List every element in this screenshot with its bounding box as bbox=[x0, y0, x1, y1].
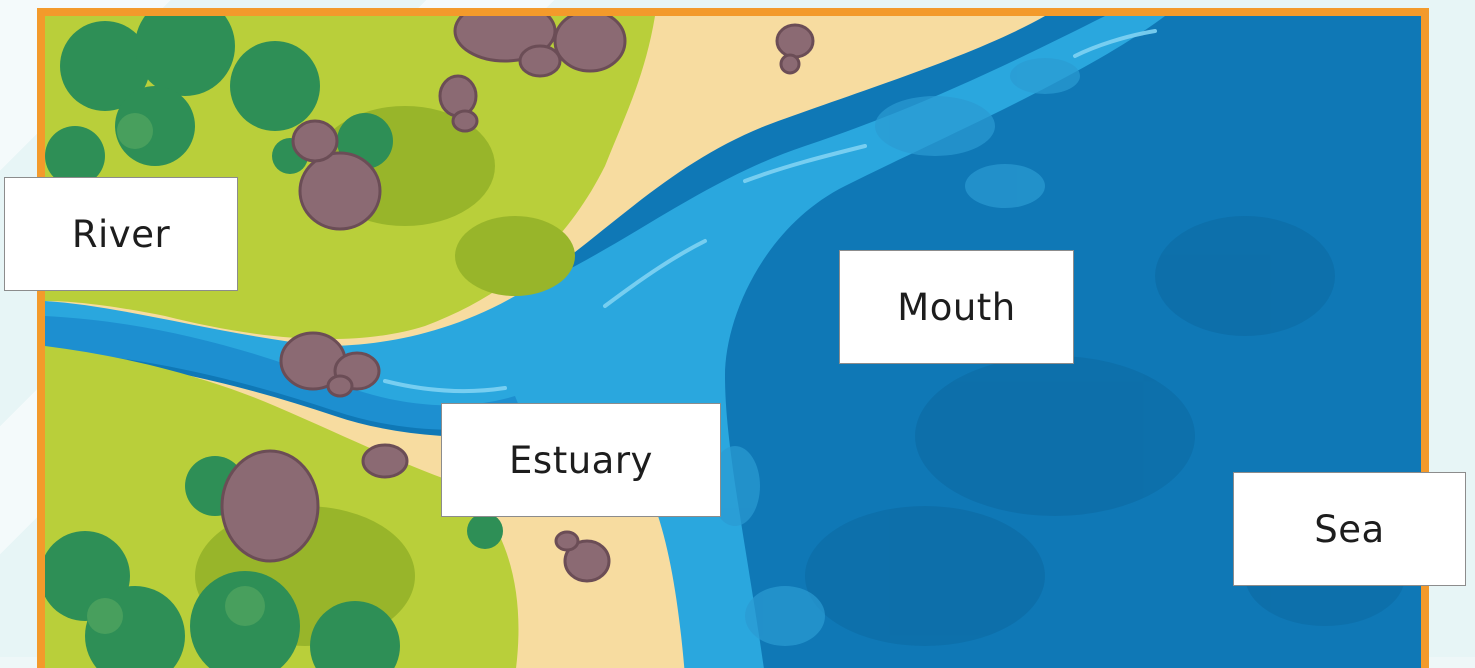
tree-icon bbox=[467, 513, 503, 549]
landscape-illustration bbox=[45, 16, 1421, 668]
rock-icon bbox=[328, 376, 352, 396]
rock-icon bbox=[293, 121, 337, 161]
rock-icon bbox=[222, 451, 318, 561]
river-estuary-scene bbox=[37, 8, 1429, 668]
rock-icon bbox=[300, 153, 380, 229]
rock-icon bbox=[556, 532, 578, 550]
rock-icon bbox=[363, 445, 407, 477]
rock-icon bbox=[520, 46, 560, 76]
rock-icon bbox=[453, 111, 477, 131]
rock-icon bbox=[440, 76, 476, 116]
tree-icon bbox=[230, 41, 320, 131]
label-estuary[interactable]: Estuary bbox=[441, 403, 721, 517]
rock-icon bbox=[777, 25, 813, 57]
label-river[interactable]: River bbox=[4, 177, 238, 291]
label-sea[interactable]: Sea bbox=[1233, 472, 1466, 586]
rock-icon bbox=[555, 16, 625, 71]
label-mouth[interactable]: Mouth bbox=[839, 250, 1074, 364]
rock-icon bbox=[781, 55, 799, 73]
